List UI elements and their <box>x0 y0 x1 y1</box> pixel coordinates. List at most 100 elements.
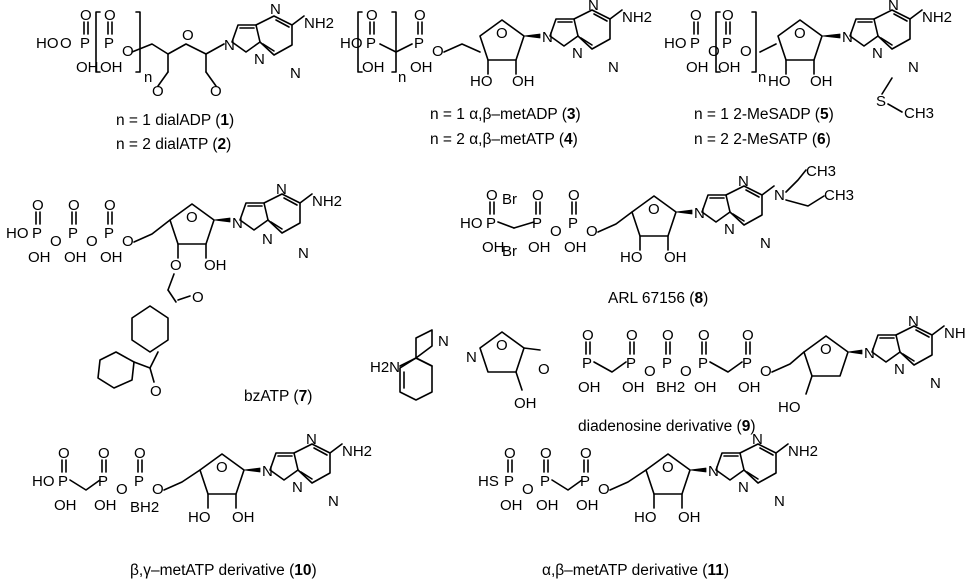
atom: NH2 <box>944 325 965 342</box>
atom: H2N <box>370 359 400 376</box>
atom: O <box>182 27 194 44</box>
atom: O <box>98 445 110 462</box>
atom: OH <box>54 497 77 514</box>
caption-dialadp: n = 1 dialADP (1) <box>116 112 235 129</box>
atom: O <box>662 327 674 344</box>
atom: O <box>644 363 656 380</box>
atom: O <box>116 481 128 498</box>
atom: OH <box>232 509 255 526</box>
atom: OH <box>738 379 761 396</box>
atom: P <box>582 355 592 372</box>
atom: OH <box>686 59 709 76</box>
atom: N <box>608 59 619 76</box>
atom: O <box>698 327 710 344</box>
atom: O <box>122 43 134 60</box>
atom: OH <box>28 249 51 266</box>
atom: O <box>104 197 116 214</box>
caption-met-adp: n = 1 α,β–metADP (3) <box>430 106 581 123</box>
atom: N <box>842 29 853 46</box>
caption-dialatp: n = 2 dialATP (2) <box>116 136 232 153</box>
atom: HO <box>6 225 29 242</box>
atom: NH2 <box>304 15 334 32</box>
atom: OH <box>100 249 123 266</box>
atom: BH2 <box>656 379 685 396</box>
atom: Br <box>502 191 517 208</box>
atom: O <box>58 445 70 462</box>
atom: OH <box>564 239 587 256</box>
atom: O <box>80 7 92 24</box>
structure-met: O HO P OH n O P OH O O HO OH N N N NH2 N <box>340 0 652 90</box>
atom: N <box>694 205 705 222</box>
atom: P <box>504 473 514 490</box>
atom: N <box>708 463 719 480</box>
atom: O <box>496 25 508 42</box>
atom: HO <box>620 249 643 266</box>
atom: n <box>398 69 406 86</box>
atom: OH <box>576 497 599 514</box>
atom: O <box>414 7 426 24</box>
atom: O <box>86 233 98 250</box>
atom: N <box>774 187 785 204</box>
atom: N <box>864 345 875 362</box>
caption-mes-adp: n = 1 2-MeSADP (5) <box>694 106 834 123</box>
caption-bg-met: β,γ–metATP derivative (10) <box>130 562 317 579</box>
atom: O <box>648 201 660 218</box>
atom: P <box>134 473 144 490</box>
structure-ab-met-deriv: O HS P OH O O P OH O P OH O O HO OH N N … <box>478 431 818 526</box>
atom: HO <box>768 73 791 90</box>
atom: N <box>328 493 339 510</box>
atom: N <box>724 221 735 238</box>
atom: NH2 <box>622 9 652 26</box>
atom: P <box>742 355 752 372</box>
atom: O <box>568 187 580 204</box>
atom: N <box>760 235 771 252</box>
atom: N <box>888 0 899 14</box>
atom: N <box>572 45 583 62</box>
atom: O <box>60 35 72 52</box>
atom: O <box>522 481 534 498</box>
atom: HO <box>32 473 55 490</box>
atom: O <box>708 43 720 60</box>
atom: O <box>496 337 508 354</box>
atom: P <box>414 35 424 52</box>
atom: OH <box>664 249 687 266</box>
atom: P <box>568 215 578 232</box>
atom: O <box>122 233 134 250</box>
atom: N <box>588 0 599 14</box>
caption-bzatp: bzATP (7) <box>244 388 313 405</box>
atom: N <box>894 361 905 378</box>
atom: N <box>542 29 553 46</box>
atom: OH <box>76 59 99 76</box>
atom: N <box>262 463 273 480</box>
atom: N <box>908 313 919 330</box>
atom: HO <box>188 509 211 526</box>
atom: N <box>262 231 273 248</box>
atom: P <box>626 355 636 372</box>
atom: CH3 <box>806 163 836 180</box>
atom: OH <box>362 59 385 76</box>
atom: P <box>662 355 672 372</box>
atom: OH <box>514 395 537 412</box>
atom: CH3 <box>904 105 934 122</box>
atom: O <box>820 341 832 358</box>
atom: N <box>774 493 785 510</box>
atom: N <box>872 45 883 62</box>
structure-diadenosine: H2N N N O OH O O P OH O P OH O O P BH2 O… <box>370 313 965 416</box>
atom: OH <box>500 497 523 514</box>
atom: O <box>366 7 378 24</box>
atom: O <box>210 83 222 100</box>
structure-arl: O HO P OH Br Br O P OH O O P OH O O HO O… <box>460 163 854 266</box>
atom: S <box>876 93 886 110</box>
atom: N <box>930 375 941 392</box>
atom: P <box>32 225 42 242</box>
atom: P <box>68 225 78 242</box>
atom: O <box>626 327 638 344</box>
caption-diadenosine: diadenosine derivative (9) <box>578 418 756 435</box>
atom: OH <box>528 239 551 256</box>
atom: OH <box>718 59 741 76</box>
atom: O <box>582 327 594 344</box>
atom: OH <box>512 73 535 90</box>
atom: O <box>504 445 516 462</box>
atom: N <box>438 333 449 350</box>
